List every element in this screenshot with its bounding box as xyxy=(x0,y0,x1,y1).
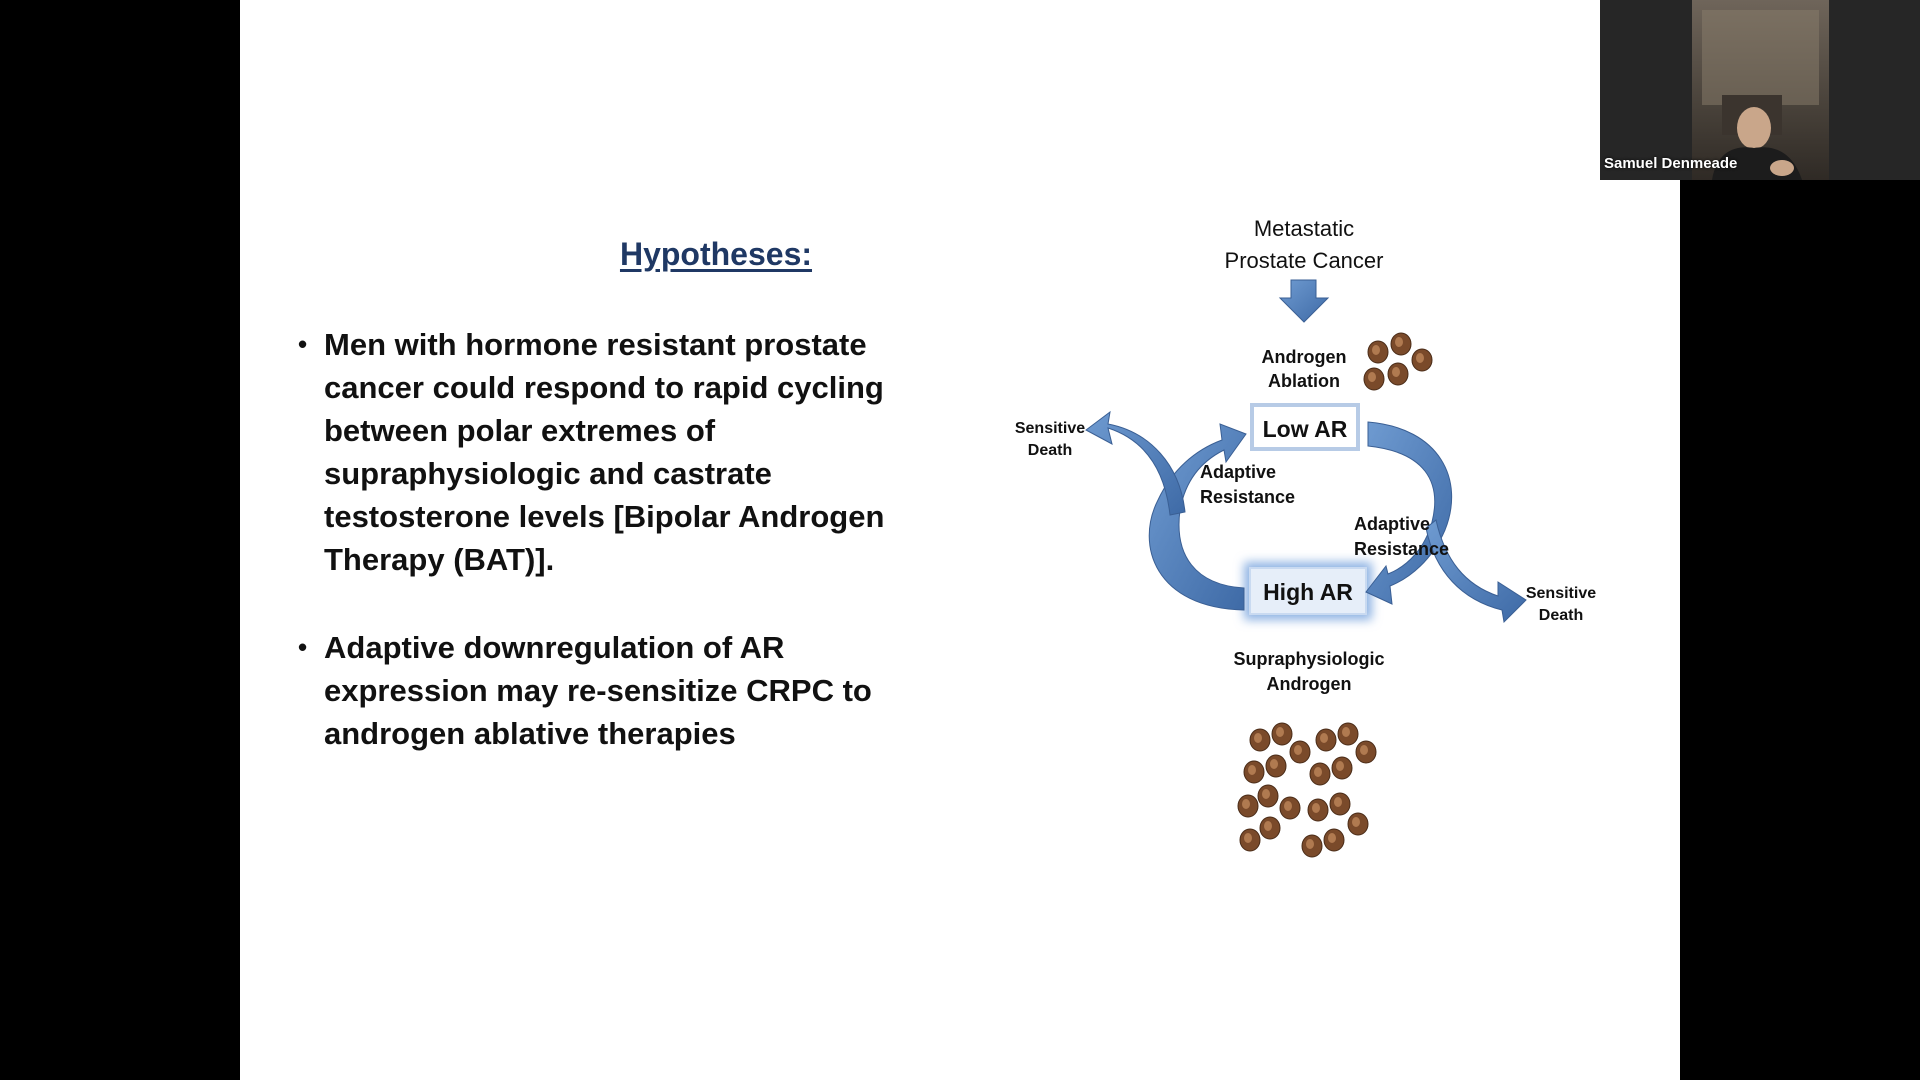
cancer-cell-icon xyxy=(1271,722,1293,746)
bullet-dot-icon: • xyxy=(298,632,308,662)
resistance-left-label: Resistance xyxy=(1200,487,1295,507)
bullet-item: • Men with hormone resistant prostate ca… xyxy=(298,323,898,581)
left-sensitive-arrow-icon xyxy=(1085,410,1186,516)
supra-androgen-label: Androgen xyxy=(1267,674,1352,694)
cancer-cell-icon xyxy=(1315,728,1337,752)
cancer-cell-icon xyxy=(1307,798,1329,822)
high-ar-box xyxy=(1249,567,1367,615)
cancer-cell-icon xyxy=(1355,740,1377,764)
resistance-right-label: Resistance xyxy=(1354,539,1449,559)
death-right-label: Death xyxy=(1539,607,1583,624)
cancer-cell-icon xyxy=(1301,834,1323,858)
adaptive-left-label: Adaptive xyxy=(1200,462,1276,482)
ablation-label: Ablation xyxy=(1268,371,1340,391)
cancer-cell-icon xyxy=(1347,812,1369,836)
cancer-cell-icon xyxy=(1363,367,1385,391)
slide-title: Hypotheses: xyxy=(619,236,813,272)
presentation-slide: Hypotheses: • Men with hormone resistant… xyxy=(240,0,1680,1080)
cancer-cell-icon xyxy=(1390,332,1412,356)
right-sensitive-arrow-icon xyxy=(1425,519,1527,624)
bullet-item: • Adaptive downregulation of AR expressi… xyxy=(298,626,898,755)
cancer-cell-icon xyxy=(1289,740,1311,764)
participant-silhouette xyxy=(1702,10,1819,180)
cancer-cell-icon xyxy=(1243,760,1265,784)
prostate-cancer-label: Prostate Cancer xyxy=(1225,248,1384,273)
participant-video-tile[interactable]: Samuel Denmeade xyxy=(1600,0,1920,180)
cancer-cell-icon xyxy=(1329,792,1351,816)
sensitive-left-label: Sensitive xyxy=(1015,420,1085,437)
cancer-cell-icon xyxy=(1265,754,1287,778)
right-cycle-arrow-icon xyxy=(1365,421,1453,605)
bullet-text: Adaptive downregulation of AR expression… xyxy=(324,630,872,751)
cancer-cell-icon xyxy=(1237,794,1259,818)
cancer-cell-icon xyxy=(1239,828,1261,852)
bullet-dot-icon: • xyxy=(298,329,308,359)
participant-video-feed xyxy=(1692,0,1829,180)
left-cycle-arrow-icon xyxy=(1148,423,1247,611)
participant-name: Samuel Denmeade xyxy=(1604,155,1738,172)
adaptive-right-label: Adaptive xyxy=(1354,514,1430,534)
death-left-label: Death xyxy=(1028,442,1072,459)
cell-cluster-large xyxy=(1237,722,1377,858)
low-ar-label: Low AR xyxy=(1263,416,1348,442)
cancer-cell-icon xyxy=(1387,362,1409,386)
bullet-text: Men with hormone resistant prostate canc… xyxy=(324,327,885,577)
cancer-cell-icon xyxy=(1309,762,1331,786)
androgen-label: Androgen xyxy=(1262,347,1347,367)
cancer-cell-icon xyxy=(1331,756,1353,780)
low-ar-box xyxy=(1250,403,1360,451)
cancer-cell-icon xyxy=(1367,340,1389,364)
metastatic-label: Metastatic xyxy=(1254,216,1354,241)
cancer-cell-icon xyxy=(1279,796,1301,820)
high-ar-label: High AR xyxy=(1263,579,1353,605)
supraphysiologic-label: Supraphysiologic xyxy=(1233,649,1384,669)
ar-cycle-diagram: Metastatic Prostate Cancer Androgen Abla… xyxy=(1015,216,1596,858)
sensitive-right-label: Sensitive xyxy=(1526,585,1596,602)
cancer-cell-icon xyxy=(1257,784,1279,808)
cancer-cell-icon xyxy=(1323,828,1345,852)
down-arrow-icon xyxy=(1278,279,1330,323)
cancer-cell-icon xyxy=(1249,728,1271,752)
cell-cluster-small xyxy=(1363,332,1433,391)
cancer-cell-icon xyxy=(1411,348,1433,372)
cancer-cell-icon xyxy=(1337,722,1359,746)
cancer-cell-icon xyxy=(1259,816,1281,840)
